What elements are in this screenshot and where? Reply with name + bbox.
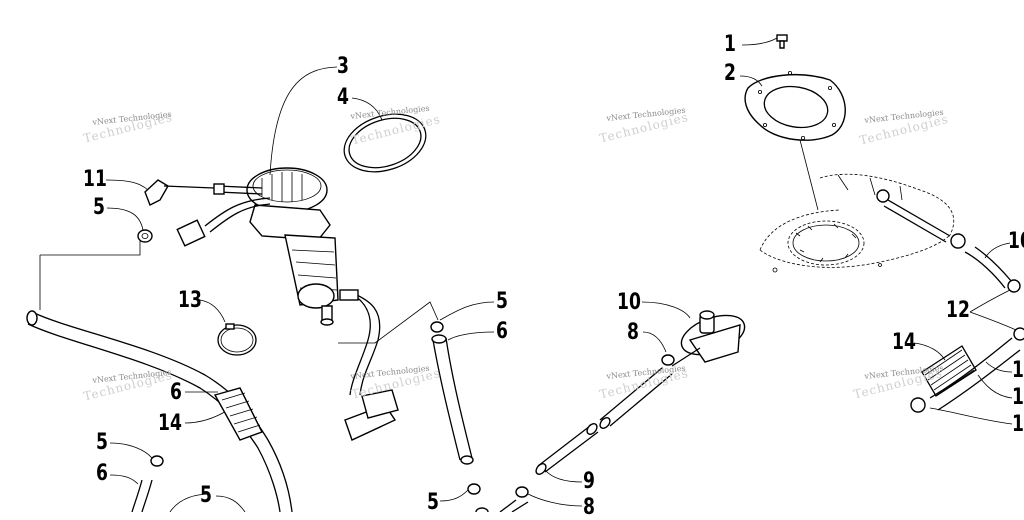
pickup-filter-10 xyxy=(671,310,746,367)
callout-11: 11 xyxy=(83,167,107,192)
spring-14-and-hose xyxy=(910,327,1024,413)
clamp-13 xyxy=(217,323,257,356)
elbow-fitting-11 xyxy=(137,179,215,243)
callout-14-b: 14 xyxy=(892,330,916,355)
vent-fitting-right xyxy=(876,189,1021,293)
callout-10-a: 10 xyxy=(617,290,641,315)
callout-1-right-b: 1 xyxy=(1012,385,1024,410)
callout-5-d: 5 xyxy=(496,289,508,314)
callout-8-b: 8 xyxy=(583,495,595,520)
fuel-pump-module-3 xyxy=(176,167,399,441)
leader-lines-left xyxy=(39,66,495,512)
callout-5-c: 5 xyxy=(200,483,212,508)
callout-1-top: 1 xyxy=(724,32,736,57)
leader-lines-center xyxy=(527,301,691,507)
callout-6-c: 6 xyxy=(496,319,508,344)
hose-bottom-left xyxy=(131,455,211,512)
callout-5-b: 5 xyxy=(96,430,108,455)
callout-8-a: 8 xyxy=(627,320,639,345)
callout-14-a: 14 xyxy=(158,411,182,436)
callout-3: 3 xyxy=(337,54,349,79)
callout-5-a: 5 xyxy=(93,195,105,220)
callout-13: 13 xyxy=(178,288,202,313)
leader-lines-right xyxy=(913,242,1017,425)
mounting-plate-2 xyxy=(739,71,846,211)
callout-6-b: 6 xyxy=(96,461,108,486)
fuel-hose-6 xyxy=(26,310,293,512)
callout-1-right-a: 1 xyxy=(1012,358,1024,383)
callout-4: 4 xyxy=(337,85,349,110)
callout-12: 12 xyxy=(946,298,970,323)
callout-2: 2 xyxy=(724,61,736,86)
gasket-ring-4 xyxy=(343,113,427,173)
fuel-tank-outline xyxy=(759,173,955,273)
callout-6-a: 6 xyxy=(170,380,182,405)
callout-1-right-c: 1 xyxy=(1012,412,1024,437)
callout-10-b: 10 xyxy=(1008,229,1024,254)
bolt-1 xyxy=(741,34,788,49)
tubes-8-9 xyxy=(475,354,675,512)
callout-9: 9 xyxy=(583,469,595,494)
callout-5-e: 5 xyxy=(427,490,439,515)
center-hose-6 xyxy=(430,321,481,495)
